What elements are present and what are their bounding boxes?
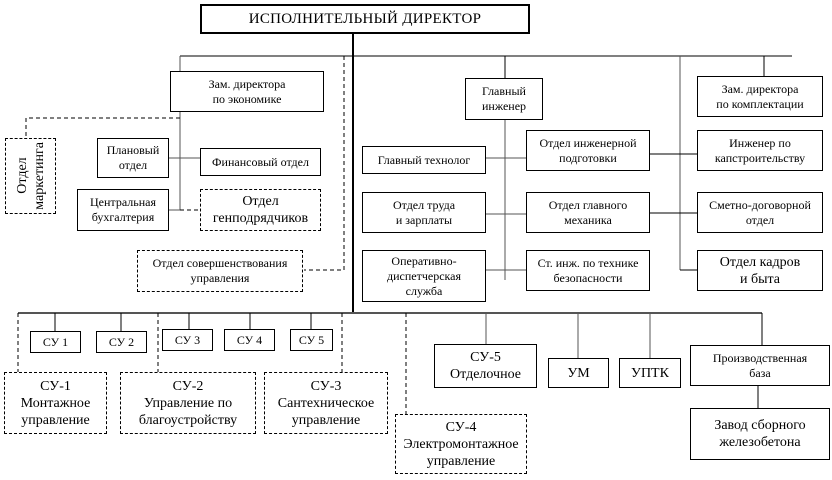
- executive-director-box: ИСПОЛНИТЕЛЬНЫЙ ДИРЕКТОР: [200, 4, 530, 34]
- hr-box: Отдел кадров и быта: [697, 250, 823, 291]
- su3-box: СУ-3 Сантехническое управление: [264, 372, 388, 434]
- su-small-1: СУ 1: [30, 331, 81, 353]
- su2-box: СУ-2 Управление по благоустройству: [120, 372, 256, 434]
- um-box: УМ: [548, 358, 609, 388]
- capital-construction-box: Инженер по капстроительству: [697, 130, 823, 171]
- su-small-3: СУ 3: [162, 329, 213, 351]
- deputy-economics-box: Зам. директора по экономике: [170, 71, 324, 112]
- deputy-procurement-box: Зам. директора по комплектации: [697, 76, 823, 117]
- labor-wages-box: Отдел труда и зарплаты: [362, 192, 486, 233]
- marketing-link: [25, 117, 180, 138]
- concrete-plant-box: Завод сборного железобетона: [690, 408, 830, 460]
- engineering-prep-box: Отдел инженерной подготовки: [526, 130, 650, 171]
- su-small-5: СУ 5: [290, 329, 333, 351]
- su1-box: СУ-1 Монтажное управление: [4, 372, 107, 434]
- su5-box: СУ-5 Отделочное: [434, 344, 537, 388]
- su-small-4: СУ 4: [224, 329, 275, 351]
- marketing-box: Отдел маркетинга: [5, 138, 56, 214]
- su-small-2: СУ 2: [96, 331, 147, 353]
- chief-engineer-box: Главный инженер: [465, 78, 543, 120]
- marketing-label: Отдел маркетинга: [14, 142, 47, 210]
- management-improvement-box: Отдел совершенствования управления: [137, 250, 303, 292]
- uptk-box: УПТК: [619, 358, 681, 388]
- finance-box: Финансовый отдел: [200, 148, 321, 176]
- chief-technologist-box: Главный технолог: [362, 146, 486, 174]
- improvement-link: [304, 56, 345, 271]
- estimates-contracts-box: Сметно-договорной отдел: [697, 192, 823, 233]
- planning-box: Плановый отдел: [97, 138, 169, 178]
- chief-mechanic-box: Отдел главного механика: [526, 192, 650, 233]
- su4-box: СУ-4 Электромонтажное управление: [395, 414, 527, 474]
- production-base-box: Производственная база: [690, 345, 830, 386]
- accounting-box: Центральная бухгалтерия: [77, 189, 169, 231]
- gencontractors-box: Отдел генподрядчиков: [200, 189, 321, 231]
- dispatch-box: Оперативно- диспетчерская служба: [362, 250, 486, 302]
- safety-box: Ст. инж. по технике безопасности: [526, 250, 650, 291]
